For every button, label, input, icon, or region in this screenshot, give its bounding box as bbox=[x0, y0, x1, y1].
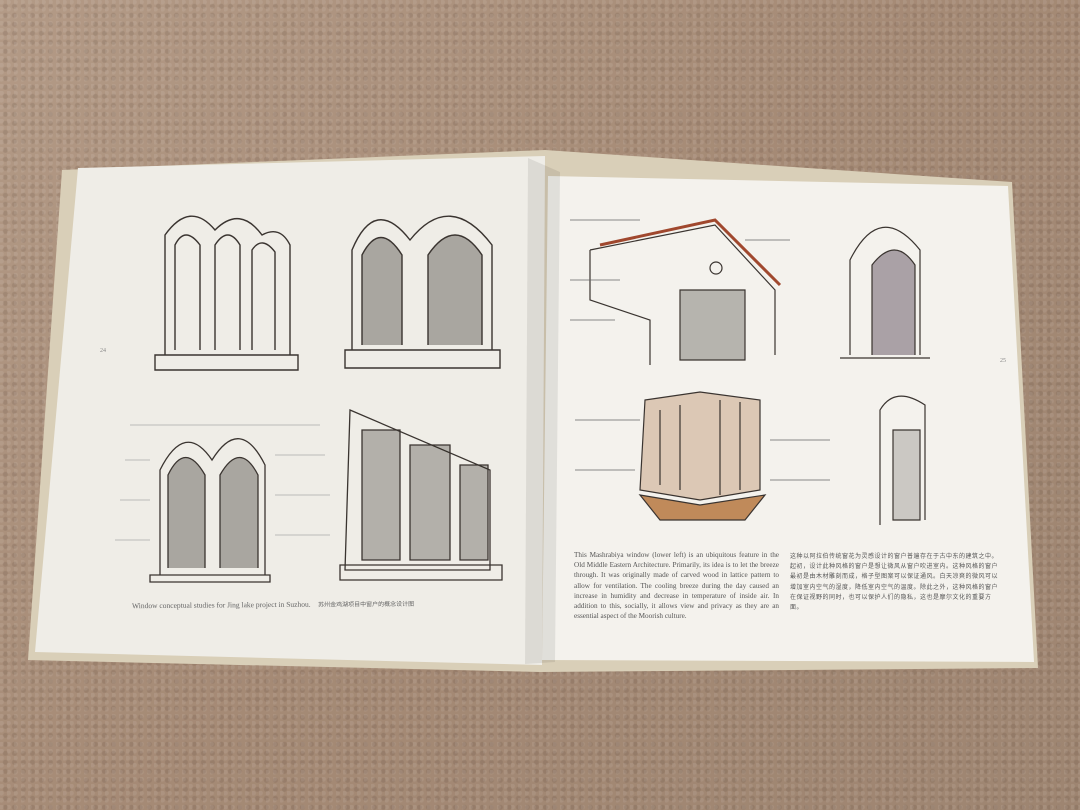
left-page bbox=[35, 156, 545, 665]
chinese-paragraph: 这种以阿拉伯传统窗花为灵感设计的窗户普遍存在于古中东的建筑之中。起初，设计此种风… bbox=[790, 553, 999, 612]
caption-english: Window conceptual studies for Jing lake … bbox=[131, 599, 311, 611]
sketch-brick-wall-window bbox=[115, 424, 330, 583]
right-page bbox=[542, 176, 1034, 662]
sketch-rectangular-triple-window bbox=[339, 409, 503, 581]
sketch-shell-niche-window bbox=[879, 395, 926, 525]
left-page-number: 24 bbox=[100, 348, 106, 354]
english-paragraph: This Mashrabiya window (lower left) is a… bbox=[574, 551, 779, 621]
sketch-double-arch-window bbox=[344, 215, 501, 369]
sketch-arched-triple-window bbox=[154, 215, 299, 371]
sketch-gabled-facade bbox=[570, 218, 790, 365]
sketch-arched-alcove-window bbox=[840, 226, 930, 359]
sketch-mashrabiya-window bbox=[575, 391, 830, 521]
right-page-number: 25 bbox=[1000, 358, 1006, 364]
caption-chinese: 苏州金鸡湖项目中窗户的概念设计图 bbox=[318, 600, 415, 609]
gutter-shadow bbox=[525, 158, 560, 664]
